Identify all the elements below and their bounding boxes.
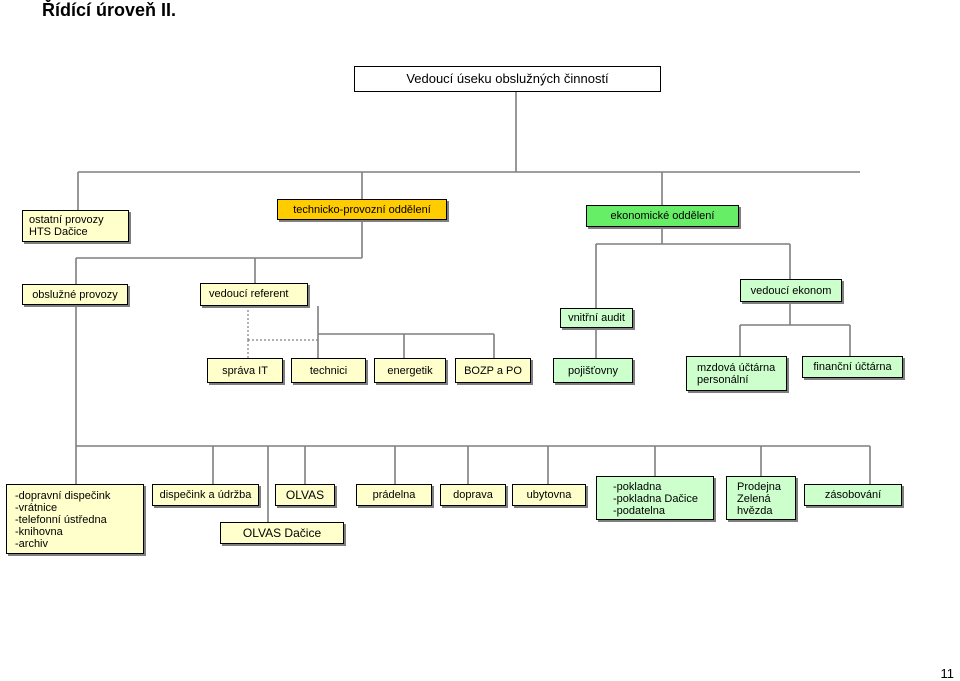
prodejna-box: Prodejna Zelená hvězda [726,476,796,520]
vedouci-referent-box: vedoucí referent [200,283,308,306]
obsluzne-provozy-box: obslužné provozy [22,284,128,305]
pokladna-box: -pokladna -pokladna Dačice -podatelna [596,476,714,520]
page-heading: Řídící úroveň II. [42,0,177,20]
pradelna-box: prádelna [356,484,432,506]
vnitrni-audit-box: vnitřní audit [560,308,633,328]
doprava-box: doprava [440,484,506,506]
page-number: 11 [940,666,955,681]
bozp-box: BOZP a PO [455,358,531,383]
technicko-provozni-box: technicko-provozní oddělení [277,199,447,220]
ostatni-provozy-box: ostatní provozy HTS Dačice [22,210,129,242]
ubytovna-box: ubytovna [512,484,586,506]
financni-uctarna-box: finanční účtárna [802,356,903,378]
ekonomicke-box: ekonomické oddělení [586,205,739,227]
sprava-it-box: správa IT [207,358,283,383]
head-box: Vedoucí úseku obslužných činností [354,66,661,92]
mzdova-uctarna-box: mzdová účtárna personální [686,356,787,391]
vedouci-ekonom-box: vedoucí ekonom [740,279,842,302]
technici-box: technici [291,358,366,383]
olvas-dacice-box: OLVAS Dačice [220,522,344,544]
energetik-box: energetik [374,358,446,383]
zasobovani-box: zásobování [804,484,902,506]
dopravni-dispecink-box: -dopravní dispečink -vrátnice -telefonní… [6,484,144,554]
pojistovny-box: pojišťovny [553,358,633,383]
dispecink-udrzba-box: dispečink a údržba [152,484,259,506]
olvas-box: OLVAS [275,484,335,506]
